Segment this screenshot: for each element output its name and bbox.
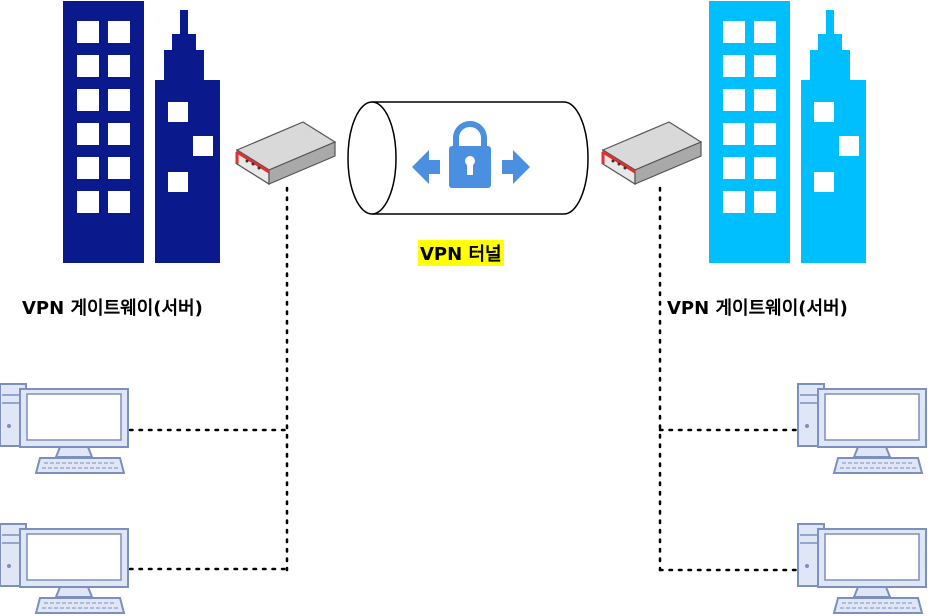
left-gateway-label: VPN 게이트웨이(서버) <box>22 298 203 319</box>
tunnel-label: VPN 터널 <box>418 240 504 266</box>
arrow-left-icon <box>412 150 440 184</box>
left-computer-1-icon <box>0 383 129 474</box>
left-router-icon <box>235 120 337 186</box>
arrow-right-icon <box>502 150 530 184</box>
lock-icon <box>449 121 491 188</box>
left-building-icon <box>63 1 220 263</box>
right-gateway-label: VPN 게이트웨이(서버) <box>667 298 848 319</box>
network-links <box>128 186 802 572</box>
right-computer-2-icon <box>797 523 927 614</box>
left-computer-2-icon <box>0 523 129 614</box>
right-building-icon <box>709 1 866 263</box>
right-router-icon <box>601 120 703 186</box>
right-computer-1-icon <box>797 383 927 474</box>
